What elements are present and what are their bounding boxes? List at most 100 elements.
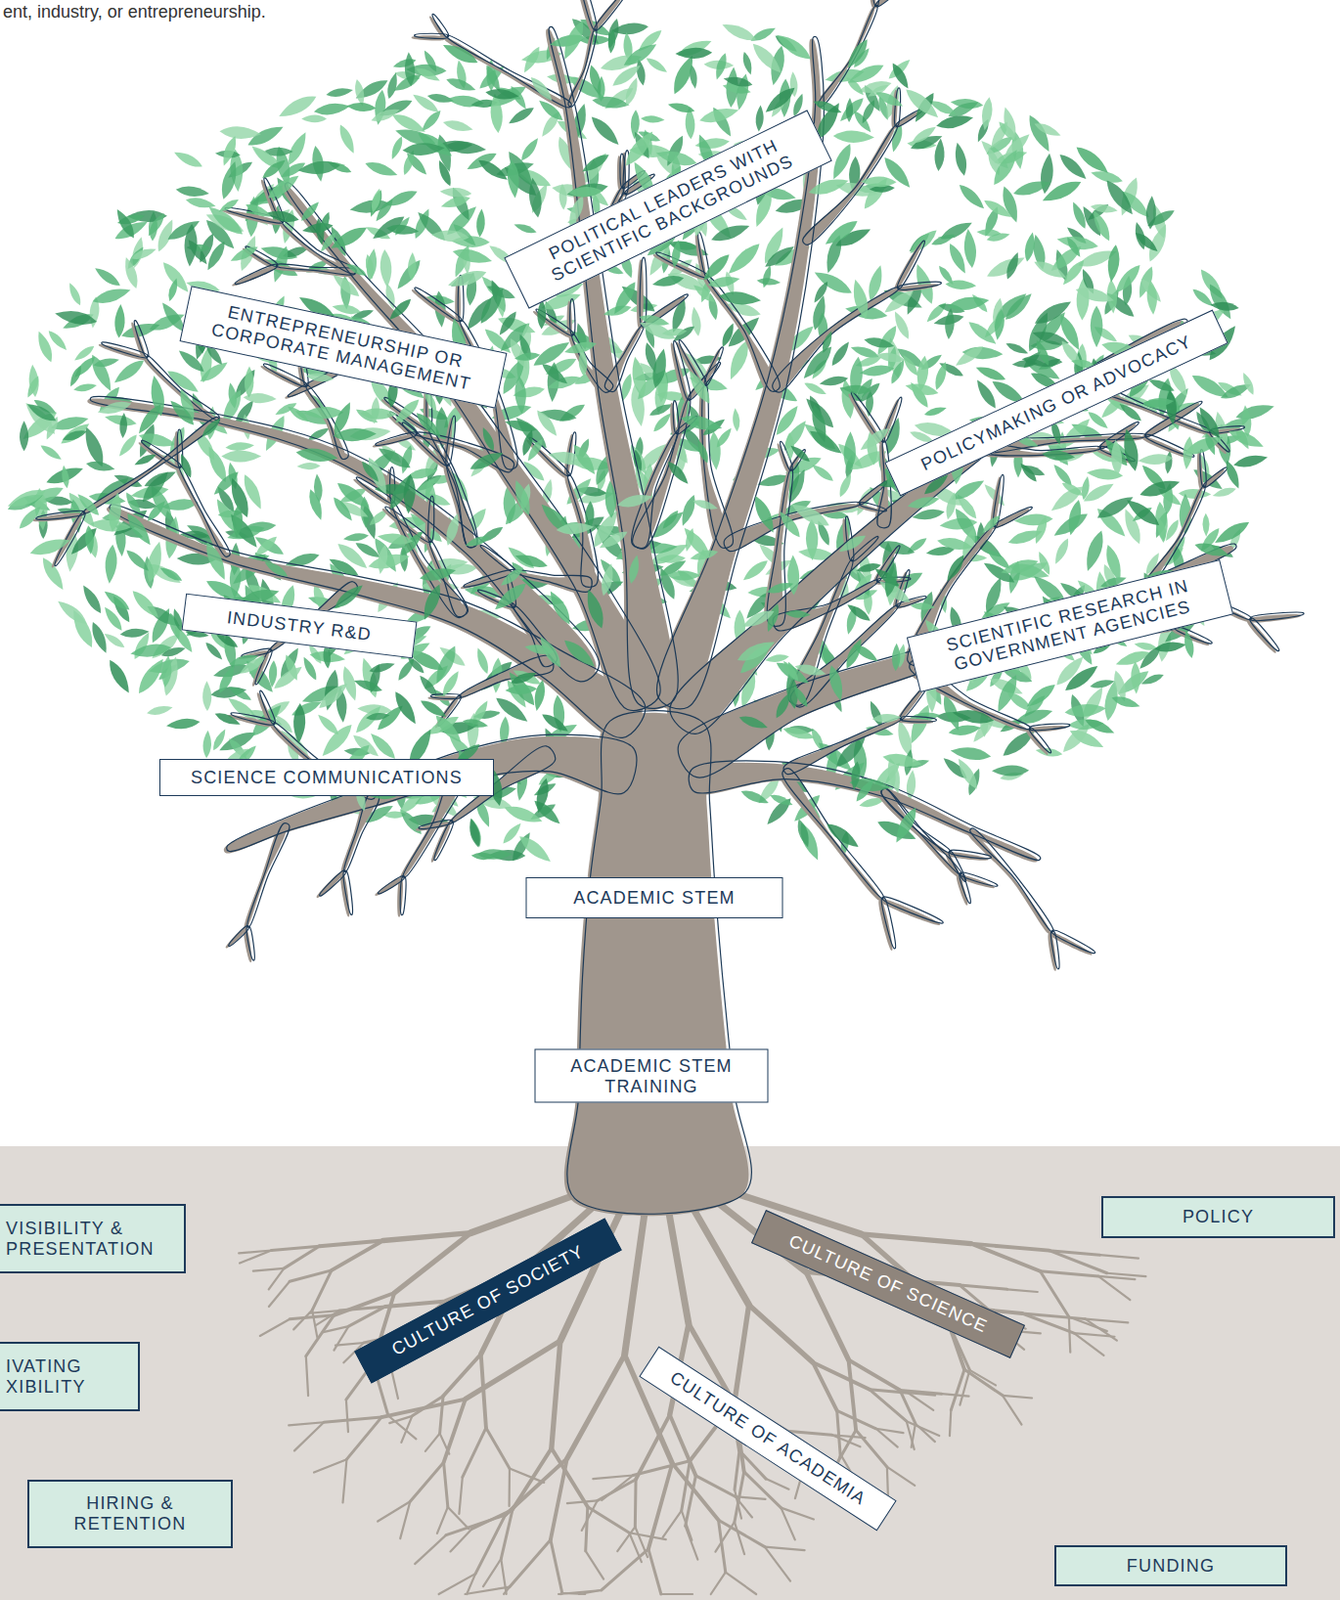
leaf (862, 335, 895, 352)
leaf (145, 703, 174, 717)
leaf (133, 451, 158, 469)
leaf (845, 97, 853, 123)
root (288, 1422, 324, 1426)
leaf (505, 159, 521, 199)
root (346, 1399, 349, 1432)
leaf (764, 580, 795, 597)
root (260, 1319, 290, 1337)
leaf (1032, 120, 1064, 140)
root (633, 1479, 638, 1527)
leaf (1061, 661, 1101, 696)
leaf (491, 579, 530, 615)
root (238, 1250, 271, 1253)
leaf (102, 630, 128, 651)
leaf (843, 431, 857, 473)
root (899, 1389, 942, 1394)
root (551, 1340, 561, 1449)
root (446, 1515, 506, 1536)
leaf (773, 658, 812, 688)
leaf (670, 239, 683, 268)
branch-outline (570, 299, 576, 336)
leaf (379, 249, 394, 289)
root (711, 1572, 726, 1595)
leaf (607, 28, 618, 54)
leaf (513, 375, 528, 414)
leaf (1234, 401, 1277, 424)
root (414, 1535, 447, 1564)
leaf (679, 411, 724, 435)
leaf (475, 208, 486, 237)
root (394, 1233, 471, 1294)
leaf (495, 309, 520, 338)
root (507, 1469, 511, 1507)
root (383, 1233, 472, 1242)
root (634, 1526, 648, 1558)
leaf (538, 359, 571, 388)
branch-outline (513, 569, 592, 592)
root (959, 1285, 1008, 1290)
root (887, 1467, 889, 1498)
root (294, 1422, 324, 1451)
root (950, 1369, 965, 1410)
branch-outline (632, 399, 691, 549)
root (440, 1395, 444, 1433)
leaf (787, 554, 801, 595)
leaf (980, 95, 995, 131)
root (465, 1587, 511, 1595)
leaf (407, 252, 418, 281)
root (1073, 1333, 1104, 1356)
leaf (674, 46, 713, 59)
branch-outline (319, 870, 347, 896)
root (1098, 1276, 1135, 1280)
root (306, 1315, 335, 1357)
root (617, 1526, 635, 1552)
root (319, 1240, 384, 1247)
root (648, 1463, 672, 1550)
root (661, 1593, 693, 1596)
leaf (446, 267, 489, 292)
leaf (953, 756, 982, 792)
root (322, 1326, 349, 1333)
leaf (722, 74, 754, 90)
branch-outline (704, 347, 723, 387)
leaf (1116, 401, 1144, 425)
leaf (143, 539, 167, 584)
leaf (5, 485, 48, 512)
branch-outline (418, 819, 453, 829)
root (780, 1508, 795, 1541)
root (670, 1415, 697, 1476)
branch-outline (869, 0, 879, 6)
leaf (667, 571, 701, 581)
leaf (344, 261, 369, 279)
leaf (1195, 403, 1224, 442)
root (899, 1389, 916, 1424)
leaf (226, 683, 254, 704)
leaf (201, 539, 230, 583)
leaf (111, 356, 148, 388)
root (876, 1429, 898, 1448)
leaf (781, 724, 816, 744)
leaf (644, 54, 670, 75)
root (587, 1507, 630, 1534)
leaf (531, 797, 564, 828)
root (306, 1356, 309, 1396)
branch-outline (766, 469, 794, 626)
leaf (833, 130, 876, 144)
leaf (504, 683, 537, 695)
leaf (442, 117, 475, 134)
leaf (755, 104, 765, 132)
leaf (1106, 244, 1122, 284)
leaf (79, 582, 105, 617)
root (764, 1547, 805, 1552)
leaf (1232, 451, 1269, 470)
leaf (828, 339, 852, 369)
leaf (748, 40, 786, 78)
root (695, 1475, 735, 1497)
root (1098, 1276, 1130, 1300)
leaf (649, 347, 670, 390)
leaf (450, 245, 493, 268)
leaf (694, 439, 712, 465)
branch-outline (109, 504, 646, 739)
leaf (329, 270, 362, 300)
leaf (512, 221, 537, 236)
